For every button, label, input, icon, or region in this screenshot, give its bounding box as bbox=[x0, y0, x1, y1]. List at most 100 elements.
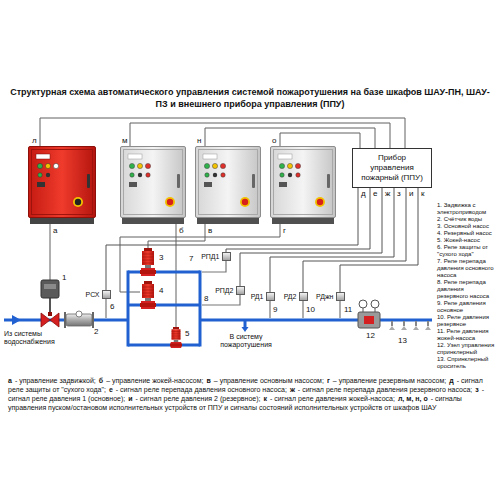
flow-arrow bbox=[12, 315, 21, 325]
sprinkler-head bbox=[391, 321, 393, 326]
signal-line bbox=[226, 188, 370, 252]
equipment-list-item: 5. Жокей-насос bbox=[437, 237, 495, 244]
branch-pipe bbox=[244, 320, 247, 328]
box-text: Прибор управления пожарный (ППУ) bbox=[356, 153, 428, 183]
valve-actuator bbox=[44, 284, 56, 289]
signal-letter: о bbox=[272, 136, 276, 145]
callout-number: 12 bbox=[366, 331, 375, 340]
signal-key-text: – управление жокей-насосом; bbox=[106, 377, 203, 384]
signal-line bbox=[303, 188, 406, 292]
outlet-pipe bbox=[200, 319, 432, 322]
motorized-valve bbox=[41, 280, 59, 327]
sprinkler-head bbox=[401, 326, 407, 330]
sprinkler-head bbox=[427, 321, 429, 326]
callout-number: 7 bbox=[189, 254, 193, 263]
callout-number: 1 bbox=[62, 273, 66, 282]
signal-key-text: и bbox=[128, 395, 132, 402]
pump-cabinet bbox=[271, 147, 336, 225]
callout-number: 4 bbox=[159, 286, 163, 295]
alarm-valve bbox=[358, 312, 380, 328]
control-cabinets bbox=[29, 147, 336, 225]
signal-key-text: л, м, н, о bbox=[398, 395, 428, 402]
equipment-list-item: 4. Резервный насос bbox=[437, 230, 495, 237]
signal-letter: ж bbox=[384, 189, 391, 198]
callout-number: 6 bbox=[110, 302, 114, 311]
relay-label: РД1 bbox=[251, 292, 264, 301]
sprinkler-head bbox=[413, 326, 419, 330]
pressure-gauge bbox=[371, 300, 379, 308]
impulse-line bbox=[202, 261, 226, 272]
callout-number: 2 bbox=[94, 327, 98, 336]
callout-number: 11 bbox=[344, 305, 352, 314]
pressure-relay: РД2 bbox=[284, 292, 308, 301]
control-wire bbox=[280, 133, 360, 148]
signal-letter: з bbox=[396, 189, 402, 198]
sprinkler-head bbox=[425, 326, 431, 330]
signal-key-text: – управление основным насосом; bbox=[214, 377, 324, 384]
pump-pipe bbox=[128, 271, 200, 274]
signal-key-text: - сигнал реле давления жокей-насоса; bbox=[270, 395, 395, 402]
impulse-line bbox=[339, 301, 340, 318]
sprinkler-head bbox=[415, 321, 417, 326]
flow-label: В систему пожаротушения bbox=[214, 333, 278, 349]
equipment-list-item: 10. Реле давления резервное bbox=[437, 314, 495, 328]
pump-pipe bbox=[128, 304, 200, 307]
signal-letter: е bbox=[372, 189, 378, 198]
equipment-list-item: 13. Спринклерный ороситель bbox=[437, 356, 495, 370]
sprinklers bbox=[389, 321, 431, 330]
water-meter bbox=[64, 311, 94, 328]
relay-device bbox=[299, 292, 308, 301]
signal-line bbox=[240, 188, 382, 286]
signal-letter: б bbox=[179, 226, 184, 235]
signal-line bbox=[270, 188, 394, 292]
signal-letter: к bbox=[420, 189, 426, 198]
relay-label: РПД2 bbox=[215, 286, 233, 295]
callout-number: 9 bbox=[273, 305, 277, 314]
relay-device bbox=[266, 292, 275, 301]
valve-body bbox=[48, 312, 52, 316]
callout-number: 5 bbox=[185, 329, 189, 338]
signal-key-text: - сигнал реле перепада давления основног… bbox=[116, 386, 287, 393]
equipment-list-item: 7. Реле перепада давления основного насо… bbox=[437, 258, 495, 279]
signal-letter: и bbox=[408, 189, 414, 198]
control-wire bbox=[148, 224, 205, 248]
equipment-list-item: 6. Реле защиты от "сухого хода" bbox=[437, 244, 495, 258]
relay-label: РСХ bbox=[86, 290, 100, 299]
signal-letter: в bbox=[208, 226, 212, 235]
signal-key-text: а bbox=[8, 377, 12, 384]
impulse-line bbox=[202, 295, 240, 305]
pressure-relay: РСХ bbox=[86, 290, 111, 299]
signal-letter: н bbox=[197, 136, 201, 145]
signal-key-text: - сигнал реле перепада давления резервно… bbox=[298, 386, 472, 393]
callout-number: 8 bbox=[204, 294, 208, 303]
relay-device bbox=[336, 292, 345, 301]
valve-cabinet bbox=[29, 147, 96, 225]
callout-number: 13 bbox=[398, 336, 407, 345]
signal-line bbox=[106, 188, 358, 290]
callout-number: 10 bbox=[306, 305, 315, 314]
pressure-gauge bbox=[359, 300, 367, 308]
signal-letter: м bbox=[122, 136, 128, 145]
equipment-list-item: 1. Задвижка с электроприводом bbox=[437, 202, 495, 216]
signal-key: а- управление задвижкой;б– управление жо… bbox=[8, 376, 492, 412]
pump-cabinet bbox=[121, 147, 186, 225]
main-pump bbox=[140, 248, 156, 276]
suction-header bbox=[127, 271, 130, 347]
signal-key-text: - сигнал реле давления 2 (резервное); bbox=[136, 395, 261, 402]
meter-dial bbox=[76, 311, 82, 317]
relay-label: РДжн bbox=[316, 292, 334, 301]
pump-cabinet bbox=[196, 147, 261, 225]
callout-number: 3 bbox=[159, 253, 163, 262]
signal-key-text: – управление резервным насосом; bbox=[333, 377, 446, 384]
relay-device bbox=[102, 290, 111, 299]
impulse-line bbox=[269, 301, 270, 318]
relay-device bbox=[236, 286, 245, 295]
control-wire bbox=[130, 123, 390, 148]
relay-label: РПД1 bbox=[201, 252, 219, 261]
signal-letter: а bbox=[53, 226, 57, 235]
pressure-relay: РПД2 bbox=[215, 286, 244, 295]
sprinkler-head bbox=[389, 326, 395, 330]
